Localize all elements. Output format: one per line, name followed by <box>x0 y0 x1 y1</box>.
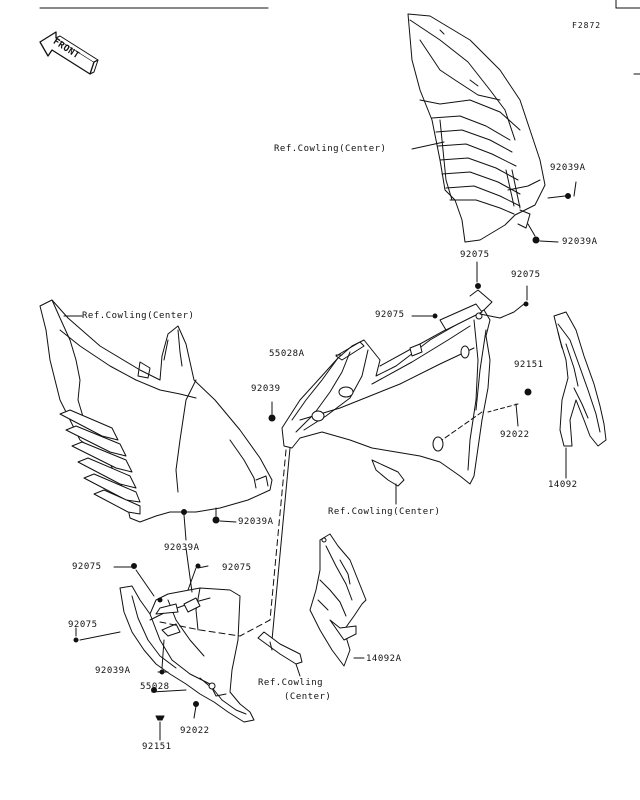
callout-92075-e: 92075 <box>222 563 252 573</box>
callout-55028A: 55028A <box>269 349 305 359</box>
left-side-cowl <box>39 299 273 523</box>
bracket-14092 <box>553 311 607 447</box>
fastener-lower-set <box>73 547 209 741</box>
lower-cowl <box>119 585 255 723</box>
frame-marks <box>39 0 640 75</box>
callout-ref-cowling-left: Ref.Cowling(Center) <box>82 311 195 321</box>
callout-92075-d: 92075 <box>72 562 102 572</box>
callout-92151-a: 92151 <box>514 360 544 370</box>
upper-inner-cowl <box>407 13 546 243</box>
bracket-14092A <box>309 533 367 667</box>
front-arrow-icon <box>39 31 99 75</box>
callout-92075-a: 92075 <box>460 250 490 260</box>
callout-92039A-b: 92039A <box>562 237 598 247</box>
callout-ref-cowling-mid: Ref.Cowling(Center) <box>328 507 441 517</box>
callout-92075-b: 92075 <box>511 270 541 280</box>
callout-14092: 14092 <box>548 480 578 490</box>
callout-ref-cowling-top: Ref.Cowling(Center) <box>274 144 387 154</box>
figure-number: F2872 <box>572 21 602 30</box>
fastener-92039A-top <box>527 181 577 244</box>
callout-92151-b: 92151 <box>142 742 172 752</box>
fastener-92039A-left <box>181 507 237 541</box>
callout-92075-f: 92075 <box>68 620 98 630</box>
callout-92075-c: 92075 <box>375 310 405 320</box>
callout-ref-cowling-bottom-2: (Center) <box>284 692 332 702</box>
callout-92039A-a: 92039A <box>550 163 586 173</box>
lower-bracket <box>257 631 303 677</box>
callout-14092A: 14092A <box>366 654 402 664</box>
callout-92022-a: 92022 <box>500 430 530 440</box>
callout-92039: 92039 <box>251 384 281 394</box>
callout-55028: 55028 <box>140 682 170 692</box>
callout-92039A-c: 92039A <box>238 517 274 527</box>
callout-92039A-d: 92039A <box>164 543 200 553</box>
callout-92039A-e: 92039A <box>95 666 131 676</box>
center-cowl-panel <box>281 303 491 487</box>
callout-ref-cowling-bottom-1: Ref.Cowling <box>258 678 324 688</box>
callout-92022-b: 92022 <box>180 726 210 736</box>
